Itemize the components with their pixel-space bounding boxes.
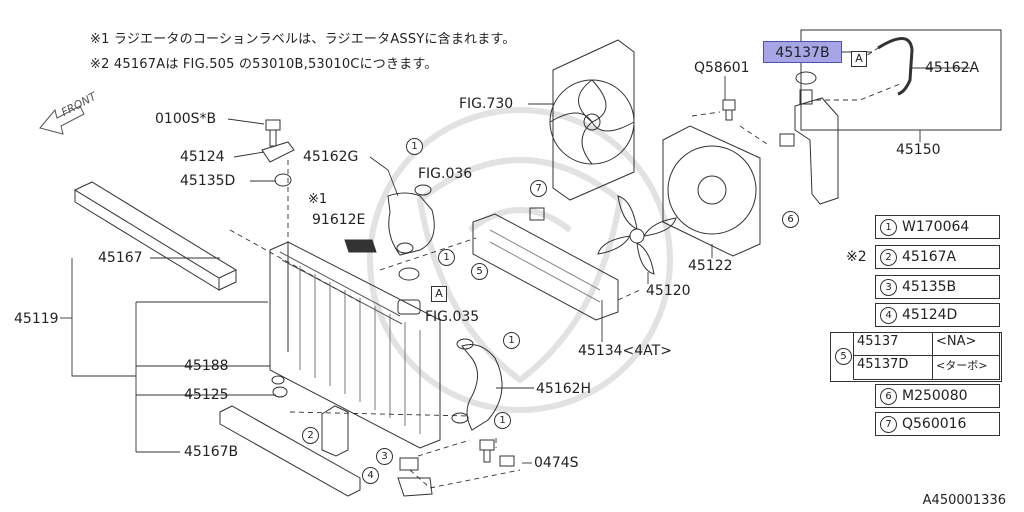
callout-5: 5 — [471, 263, 488, 280]
label-45122[interactable]: 45122 — [688, 258, 733, 274]
ref-box-a-top: A — [851, 51, 867, 67]
legend-num: 6 — [880, 388, 897, 405]
label-0100s[interactable]: 0100S*B — [155, 111, 217, 127]
callout-1-bottom: 1 — [494, 412, 511, 429]
bar-45167b — [219, 405, 361, 497]
figure-id: A450001336 — [922, 493, 1006, 508]
callout-2: 2 — [302, 427, 319, 444]
label-45162a[interactable]: 45162A — [925, 60, 980, 76]
reservoir-45150 — [794, 97, 839, 205]
label-45162g[interactable]: 45162G — [303, 149, 359, 165]
legend-group5-part-2[interactable]: 45137D — [853, 355, 933, 380]
label-91612e[interactable]: 91612E — [312, 212, 366, 228]
label-45119[interactable]: 45119 — [14, 311, 59, 327]
legend-item-4[interactable]: 4 45124D — [875, 303, 1000, 327]
label-45150[interactable]: 45150 — [896, 142, 941, 158]
label-0474s[interactable]: 0474S — [534, 455, 579, 471]
callout-3: 3 — [376, 448, 393, 465]
legend-item-6[interactable]: 6 M250080 — [875, 384, 1000, 408]
legend-item-1[interactable]: 1 W170064 — [875, 215, 1000, 239]
legend-group5-part-1[interactable]: 45137 — [853, 332, 933, 356]
legend-part: Q560016 — [902, 416, 967, 432]
label-45188[interactable]: 45188 — [184, 358, 229, 374]
bar-45167 — [73, 181, 238, 291]
lower-hose — [461, 344, 503, 431]
legend-part: W170064 — [902, 219, 970, 235]
fan-blade-45120 — [597, 195, 677, 275]
legend-num: 4 — [880, 307, 897, 324]
hose-45162a — [877, 37, 914, 96]
label-45124[interactable]: 45124 — [180, 149, 225, 165]
highlighted-part-45137b[interactable]: 45137B — [763, 41, 842, 63]
legend-part: 45135B — [902, 279, 957, 295]
legend-part: 45124D — [902, 307, 958, 323]
legend-item-7[interactable]: 7 Q560016 — [875, 412, 1000, 436]
front-arrow — [39, 105, 85, 135]
callout-1-lower: 1 — [503, 332, 520, 349]
label-45167b[interactable]: 45167B — [184, 444, 239, 460]
bracket-45167a — [321, 405, 349, 457]
watermark-emblem — [367, 107, 673, 413]
legend-num: 2 — [880, 249, 897, 266]
note1-mark: ※1 — [308, 192, 328, 207]
label-q58601[interactable]: Q58601 — [694, 60, 750, 76]
legend-item-3[interactable]: 3 45135B — [875, 275, 1000, 299]
upper-hose — [387, 192, 435, 256]
callout-1-upper: 1 — [438, 249, 455, 266]
legend-group5-cond-2: <ターボ> — [932, 355, 1000, 380]
legend-part: M250080 — [902, 388, 968, 404]
callout-1-fig036: 1 — [406, 138, 423, 155]
legend-num: 3 — [880, 279, 897, 296]
ref-box-a-bottom: A — [431, 286, 447, 302]
label-fig036[interactable]: FIG.036 — [418, 166, 473, 182]
legend-part: 45167A — [902, 249, 957, 265]
legend-num: 5 — [835, 348, 852, 365]
label-fig730[interactable]: FIG.730 — [459, 96, 514, 112]
callout-6: 6 — [782, 211, 799, 228]
legend-note2-mark: ※2 — [846, 249, 867, 265]
fan-fig730 — [552, 39, 635, 201]
shroud-45134 — [472, 213, 619, 321]
label-45167[interactable]: 45167 — [98, 250, 143, 266]
legend-num: 7 — [880, 416, 897, 433]
legend-group5-cond-1: <NA> — [932, 332, 1000, 356]
label-fig035[interactable]: FIG.035 — [425, 309, 480, 325]
label-45134[interactable]: 45134<4AT> — [578, 343, 672, 359]
bracket-45124 — [261, 141, 295, 163]
note-2: ※2 45167Aは FIG.505 の53010B,53010Cにつきます。 — [90, 57, 438, 72]
radiator-fins — [299, 266, 421, 434]
label-45135d[interactable]: 45135D — [180, 173, 236, 189]
label-45162h[interactable]: 45162H — [536, 381, 592, 397]
legend-num: 1 — [880, 219, 897, 236]
label-45125[interactable]: 45125 — [184, 387, 229, 403]
fan-shroud-45122 — [662, 125, 761, 257]
note-1: ※1 ラジエータのコーションラベルは、ラジエータASSYに含まれます。 — [90, 32, 516, 47]
label-45120[interactable]: 45120 — [646, 283, 691, 299]
callout-4: 4 — [362, 467, 379, 484]
callout-7: 7 — [530, 180, 547, 197]
legend-item-2[interactable]: 2 45167A — [875, 245, 1000, 269]
radiator — [269, 241, 441, 449]
